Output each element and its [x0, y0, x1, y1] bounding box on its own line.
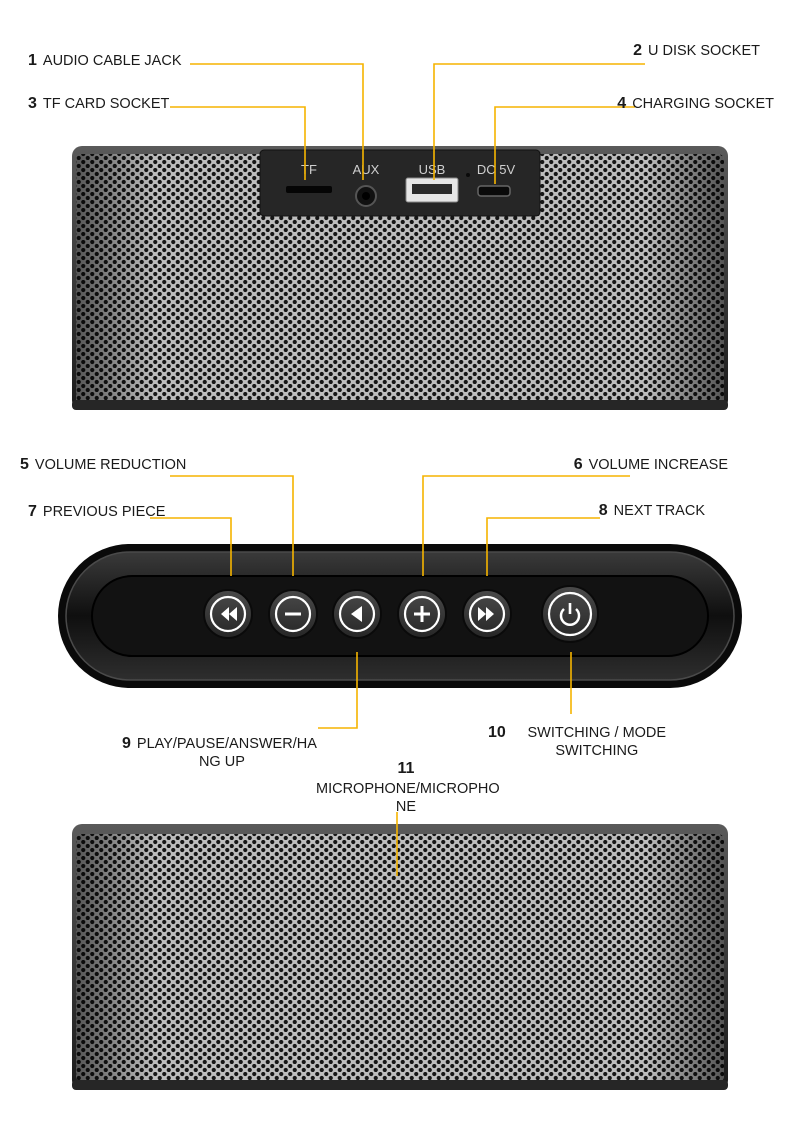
rewind-icon	[221, 607, 237, 621]
leader-line-2	[433, 63, 645, 180]
callout-number: 8	[598, 502, 608, 519]
callout-text: VOLUME REDUCTION	[34, 457, 187, 473]
leader-lines	[150, 63, 645, 876]
callout-text: MICROPHONE/MICROPHO NE	[316, 781, 500, 815]
callout-text: CHARGING SOCKET	[632, 96, 774, 112]
callout-number: 5	[20, 456, 29, 473]
leader-line-9	[318, 652, 358, 729]
callout-4: 4 CHARGING SOCKET	[617, 95, 774, 113]
previous-button[interactable]	[203, 589, 253, 639]
callout-text: PLAY/PAUSE/ANSWER/HA NG UP	[136, 736, 317, 770]
callout-9: 9 PLAY/PAUSE/ANSWER/HA NG UP	[122, 735, 317, 771]
callout-number: 9	[122, 735, 131, 752]
callout-7: 7 PREVIOUS PIECE	[28, 503, 165, 521]
dc-charging-port	[477, 185, 511, 197]
callout-number: 1	[28, 52, 37, 69]
port-label-dc: DC 5V	[477, 162, 516, 177]
volume-up-button[interactable]	[397, 589, 447, 639]
leader-line-3	[170, 106, 306, 180]
callout-number: 10	[488, 724, 506, 741]
port-panel	[259, 149, 541, 217]
callout-5: 5 VOLUME REDUCTION	[20, 456, 186, 474]
callout-number: 6	[573, 456, 583, 473]
callout-text: VOLUME INCREASE	[588, 457, 728, 473]
leader-line-5	[170, 475, 294, 576]
callout-number: 4	[617, 95, 627, 112]
port-label-tf: TF	[301, 162, 317, 177]
callout-number: 3	[28, 95, 37, 112]
callout-6: 6 VOLUME INCREASE	[574, 456, 728, 474]
callout-2: 2 U DISK SOCKET	[633, 42, 760, 60]
callout-text: PREVIOUS PIECE	[42, 504, 166, 520]
play-pause-button[interactable]	[332, 589, 382, 639]
callout-text: NEXT TRACK	[613, 503, 705, 519]
port-label-aux: AUX	[353, 162, 380, 177]
callout-text: SWITCHING / MODE SWITCHING	[527, 725, 667, 759]
callout-3: 3 TF CARD SOCKET	[28, 95, 169, 113]
power-icon	[559, 603, 581, 626]
speaker-top-view	[58, 544, 742, 688]
power-button[interactable]	[541, 585, 599, 643]
callout-10: 10 SWITCHING / MODE SWITCHING	[488, 724, 682, 760]
port-label-usb: USB	[419, 162, 446, 177]
speaker-front-view	[72, 824, 728, 1090]
callout-text: U DISK SOCKET	[648, 43, 760, 59]
minus-icon	[285, 612, 301, 616]
callout-8: 8 NEXT TRACK	[599, 502, 705, 520]
speaker-rear-view: TF AUX USB DC 5V	[72, 146, 728, 410]
callout-number: 11	[397, 760, 415, 777]
plus-icon	[414, 606, 430, 622]
leader-line-4	[494, 106, 635, 184]
leader-line-8	[486, 517, 600, 576]
callout-text: TF CARD SOCKET	[42, 96, 170, 112]
leader-line-6	[422, 475, 630, 576]
callout-number: 7	[28, 503, 37, 520]
control-buttons	[203, 585, 599, 643]
leader-line-1	[190, 63, 364, 180]
next-button[interactable]	[462, 589, 512, 639]
play-left-icon	[351, 606, 362, 622]
fast-forward-icon	[478, 607, 494, 621]
callout-text: AUDIO CABLE JACK	[42, 53, 182, 69]
callout-number: 2	[633, 42, 642, 59]
leader-line-7	[150, 517, 232, 576]
tf-card-slot	[286, 186, 332, 193]
callout-1: 1 AUDIO CABLE JACK	[28, 52, 182, 70]
volume-down-button[interactable]	[268, 589, 318, 639]
